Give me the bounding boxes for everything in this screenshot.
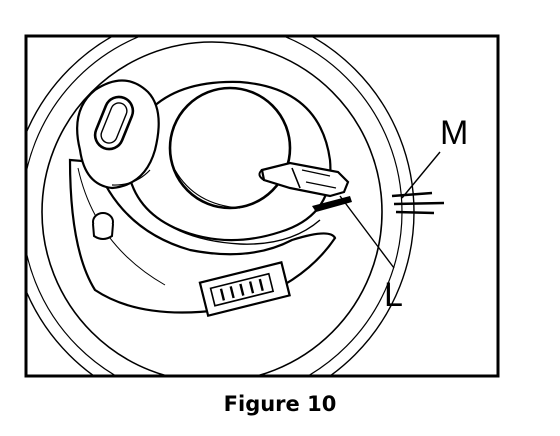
- connector-pin: [229, 286, 235, 299]
- connector-pin: [258, 278, 264, 292]
- ear-slot: [93, 95, 135, 151]
- pump-assembly: [27, 37, 415, 375]
- screwdriver-grip-line: [301, 169, 331, 177]
- ear-slot-inner: [100, 102, 128, 144]
- motion-arrows: [391, 191, 445, 215]
- leader-line-l: [339, 195, 395, 269]
- callout-m: M: [440, 114, 468, 152]
- screwdriver-handle: [260, 161, 350, 198]
- connector-pin: [219, 288, 226, 301]
- figure-caption: Figure 10: [223, 392, 337, 416]
- screwdriver-grip-line: [305, 181, 337, 189]
- connector-housing: [198, 261, 291, 318]
- electrical-connector: [198, 261, 291, 318]
- body-lower-edge: [139, 199, 321, 245]
- leader-line-m: [401, 151, 441, 199]
- motion-arrow-line: [393, 201, 445, 206]
- mounting-ear-edge: [111, 169, 151, 186]
- callout-l: L: [384, 276, 403, 314]
- release-clip: [312, 196, 352, 212]
- screwdriver-ferrule: [291, 167, 301, 189]
- motion-arrow-line: [391, 191, 433, 198]
- central-cap: [168, 86, 292, 210]
- screwdriver-tool: [258, 161, 350, 198]
- motion-arrow-line: [395, 210, 435, 215]
- housing-rim: [41, 41, 383, 375]
- cap-shadow-edge: [174, 169, 241, 209]
- connector-pin: [248, 281, 255, 294]
- knob-body: [92, 223, 114, 240]
- connector-pin: [239, 283, 245, 296]
- figure-frame: [24, 34, 500, 378]
- screwdriver-tip: [258, 169, 265, 181]
- connector-socket: [209, 272, 275, 307]
